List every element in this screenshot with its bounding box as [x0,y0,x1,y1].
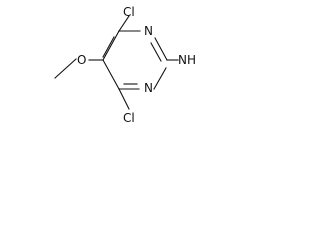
bond-c4-c5-inner [102,36,115,58]
bond-c4-c5 [102,30,120,61]
bond-o-methyl [54,58,77,79]
bond-n1-c2 [153,67,167,90]
chlorine-top-label: Cl [123,5,135,19]
bond-c2-n3-inner [150,42,162,62]
bond-c6-cl [118,88,130,110]
nitrogen-bottom-label: N [144,81,153,95]
bond-c2-n3 [154,37,168,61]
chlorine-bottom-label: Cl [123,111,135,125]
oxygen-label: O [77,53,86,67]
nitrogen-top-label: N [144,24,153,38]
amine-label: NH 2 [178,53,200,70]
chemical-structure-diagram: Cl Cl O N N NH 2 [54,5,200,125]
bond-c5-c6 [102,59,120,90]
bond-c4-cl [118,15,130,32]
amine-main-label: NH [178,53,196,67]
